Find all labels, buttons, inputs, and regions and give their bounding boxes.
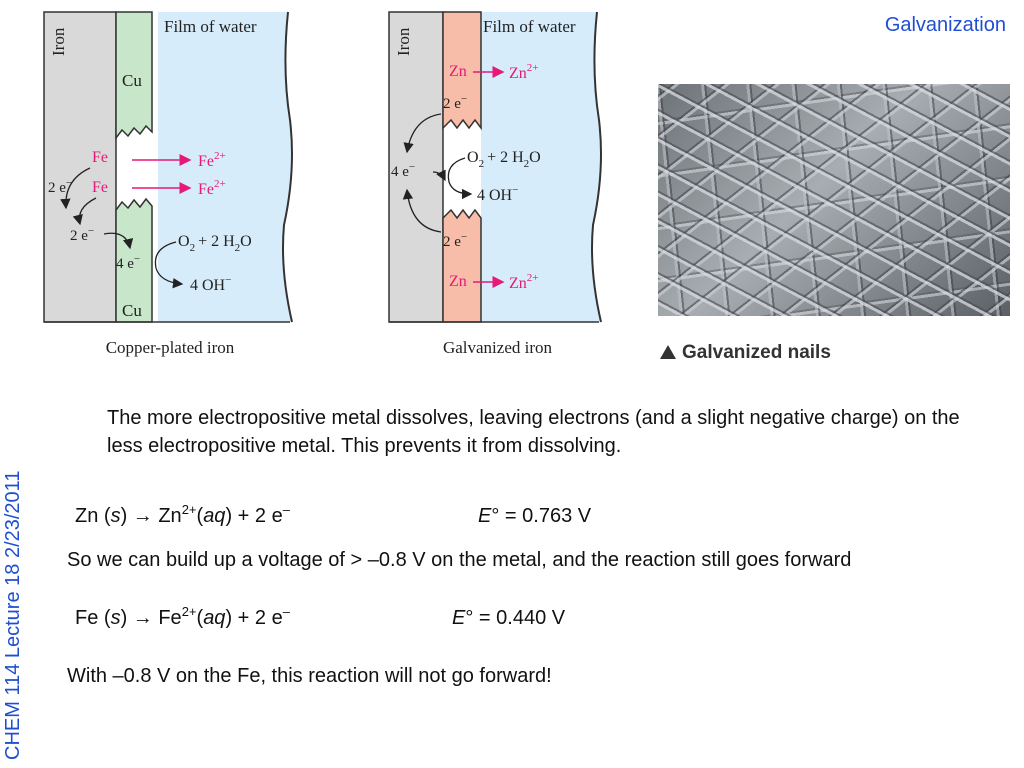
oxygen-water-reactants: O2+ 2 H2O xyxy=(178,233,252,254)
copper-layer-top xyxy=(115,11,153,141)
zn-ion-1: Zn2+ xyxy=(509,62,539,82)
two-electrons-2: 2 e− xyxy=(443,231,467,250)
conclusion-text: With –0.8 V on the Fe, this reaction wil… xyxy=(67,665,552,687)
fe-atom-2: Fe xyxy=(92,179,108,196)
iron-label: Iron xyxy=(49,27,68,56)
fe-ion-2: Fe2+ xyxy=(198,178,226,198)
zinc-oxidation-equation: Zn (s) → Zn2+(aq) + 2 e– xyxy=(75,502,290,527)
film-label: Film of water xyxy=(164,17,257,36)
iron-region xyxy=(388,11,444,323)
copper-plated-iron-diagram: Film of water Iron Cu Cu Fe Fe Fe2+ Fe2+… xyxy=(40,10,300,365)
fe-atom-1: Fe xyxy=(92,149,108,166)
galvanized-nails-photo xyxy=(658,84,1010,316)
water-film-edge xyxy=(282,11,293,323)
nails-caption: Galvanized nails xyxy=(660,342,831,364)
water-film-region xyxy=(158,12,292,322)
cu-bottom-label: Cu xyxy=(122,301,142,320)
galvanized-nails-figure: Galvanized nails xyxy=(658,84,1010,374)
zn-atom-1: Zn xyxy=(449,63,467,80)
zinc-layer-bottom xyxy=(442,208,482,323)
zinc-layer-top xyxy=(442,11,482,131)
two-electrons-1: 2 e− xyxy=(48,177,72,196)
sidebar-course-label: CHEM 114 Lecture 18 2/23/2011 xyxy=(2,470,24,760)
oxygen-water-reactants: O2+ 2 H2O xyxy=(467,149,541,170)
explanation-paragraph: The more electropositive metal dissolves… xyxy=(107,407,960,457)
hydroxide-product: 4 OH− xyxy=(190,274,231,294)
iron-region xyxy=(43,11,117,323)
copper-figure-caption: Copper-plated iron xyxy=(105,338,235,357)
hydroxide-product: 4 OH− xyxy=(477,184,518,204)
galvanized-iron-diagram: Film of water Iron Zn Zn2+ 2 e− 4 e− O2+… xyxy=(385,10,610,365)
galvanized-figure-caption: Galvanized iron xyxy=(442,338,553,357)
zn-ion-2: Zn2+ xyxy=(509,272,539,292)
triangle-icon xyxy=(660,345,676,359)
two-electrons-2: 2 e− xyxy=(70,225,94,244)
slide-title: Galvanization xyxy=(884,14,1006,36)
four-electrons: 4 e− xyxy=(391,161,415,180)
iron-potential: E° = 0.440 V xyxy=(452,607,566,629)
cu-top-label: Cu xyxy=(122,71,142,90)
water-film-region xyxy=(481,12,601,322)
four-electrons: 4 e− xyxy=(116,253,140,272)
fe-ion-1: Fe2+ xyxy=(198,150,226,170)
copper-diagram-svg: Film of water Iron Cu Cu Fe Fe Fe2+ Fe2+… xyxy=(43,11,293,323)
water-film-edge xyxy=(591,11,602,323)
zinc-potential: E° = 0.763 V xyxy=(478,505,592,527)
voltage-note: So we can build up a voltage of > –0.8 V… xyxy=(67,549,852,571)
iron-label: Iron xyxy=(394,27,413,56)
iron-oxidation-equation: Fe (s) → Fe2+(aq) + 2 e– xyxy=(75,604,290,629)
two-electrons-1: 2 e− xyxy=(443,93,467,112)
film-label: Film of water xyxy=(483,17,576,36)
galvanized-diagram-svg: Film of water Iron Zn Zn2+ 2 e− 4 e− O2+… xyxy=(388,11,602,323)
zn-atom-2: Zn xyxy=(449,273,467,290)
